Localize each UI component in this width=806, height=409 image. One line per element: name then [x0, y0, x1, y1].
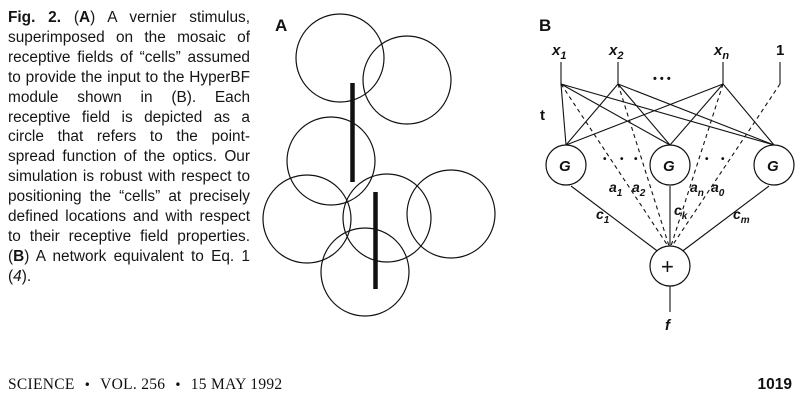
input-hidden-connection	[560, 83, 567, 146]
caption-text-1: A vernier stimulus, superimposed on the …	[8, 9, 251, 265]
receptive-field-circle	[342, 173, 432, 263]
journal-date: 15 MAY 1992	[190, 376, 283, 393]
bias-input-label: 1	[776, 42, 784, 59]
weight-c-label: c1	[596, 206, 610, 226]
sum-unit-circle	[649, 245, 691, 287]
hidden-ellipsis: •	[603, 154, 607, 165]
weight-c-label: ck	[674, 202, 688, 222]
input-hidden-connection	[565, 83, 619, 146]
weight-a-label: a1	[609, 179, 623, 199]
figure-caption: Fig. 2. (A) A vernier stimulus, superimp…	[8, 9, 251, 285]
caption-reference: 4	[13, 267, 22, 285]
input-hidden-connection	[560, 83, 775, 146]
hidden-ellipsis: •	[634, 154, 638, 165]
hidden-ellipsis: •	[705, 154, 709, 165]
t-label: t	[540, 107, 545, 124]
hidden-unit-label: G	[767, 158, 779, 175]
hidden-sum-connection	[679, 185, 770, 254]
footer-bullet: •	[174, 378, 182, 392]
input-sum-dashed-connection	[670, 83, 724, 247]
hidden-unit-circle	[649, 144, 691, 186]
caption-part-b-marker: B	[13, 247, 25, 265]
input-label: x1	[551, 42, 566, 62]
hidden-unit-circle	[753, 144, 795, 186]
receptive-field-circle	[406, 169, 496, 259]
weight-a-label: an	[690, 179, 704, 199]
panel-b-label: B	[539, 16, 552, 35]
caption-text-3: ).	[21, 267, 32, 285]
input-sum-dashed-connection	[560, 83, 669, 247]
hidden-sum-connection	[570, 185, 661, 254]
weight-c-label: cm	[733, 206, 750, 226]
hidden-unit-label: G	[559, 158, 571, 175]
sum-symbol: +	[661, 254, 674, 279]
input-label: x2	[608, 42, 623, 62]
page-number: 1019	[757, 376, 792, 393]
footer-bullet: •	[83, 378, 92, 392]
input-hidden-connection	[565, 83, 724, 146]
hidden-ellipsis: •	[721, 154, 725, 165]
weight-a-label: a0	[711, 179, 725, 199]
figure-label: Fig. 2.	[8, 9, 62, 26]
input-sum-dashed-connection	[671, 83, 781, 247]
output-label: f	[665, 317, 672, 334]
weight-a-label: a2	[632, 179, 646, 199]
journal-name: SCIENCE	[8, 376, 75, 393]
receptive-field-circle	[320, 227, 410, 317]
hidden-ellipsis: •	[620, 154, 624, 165]
input-sum-dashed-connection	[617, 83, 670, 247]
hidden-unit-label: G	[663, 158, 675, 175]
input-hidden-connection	[560, 83, 671, 146]
input-ellipsis: • • •	[653, 73, 671, 85]
journal-volume: VOL. 256	[100, 376, 166, 393]
receptive-field-circle	[362, 35, 452, 125]
input-hidden-connection	[722, 83, 775, 146]
receptive-field-circle	[286, 116, 376, 206]
receptive-field-circle	[262, 174, 352, 264]
receptive-field-circle	[295, 13, 385, 103]
caption-part-a-marker: A	[78, 9, 91, 26]
hidden-unit-circle	[545, 144, 587, 186]
input-hidden-connection	[669, 83, 724, 146]
input-label: xn	[713, 42, 729, 62]
panel-a-label: A	[275, 16, 288, 35]
journal-footer: SCIENCE • VOL. 256 • 15 MAY 1992	[8, 376, 282, 394]
caption-text-2: ) A network equivalent to Eq. 1 (	[8, 247, 250, 285]
